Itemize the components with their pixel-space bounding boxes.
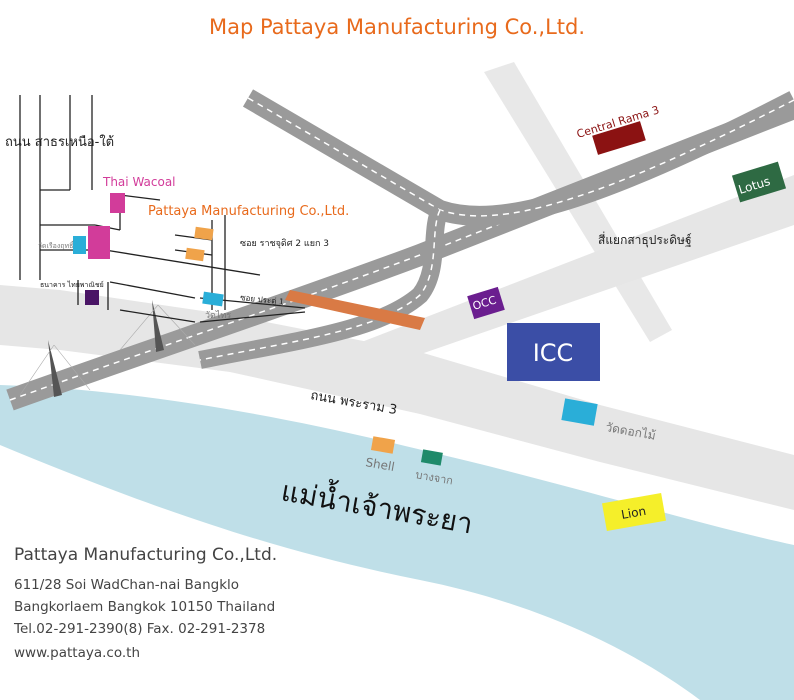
- icc-marker: [507, 323, 600, 381]
- bridge-pylon-right: [152, 300, 164, 352]
- address-website: www.pattaya.co.th: [14, 645, 141, 661]
- address-phone: Tel.02-291-2390(8) Fax. 02-291-2378: [14, 621, 266, 637]
- central-marker: [592, 121, 646, 155]
- lotus-marker: [731, 161, 787, 203]
- north-road-label: ถนน สาธรเหนือ-ใต้: [5, 134, 114, 150]
- company-map-label: Pattaya Manufacturing Co.,Ltd.: [148, 204, 349, 219]
- orange-road-marker: [285, 290, 425, 330]
- company-marker-2: [185, 247, 205, 262]
- river: [0, 385, 794, 700]
- shell-marker: [370, 436, 396, 454]
- company-marker-1: [194, 226, 214, 241]
- shell-label: Shell: [364, 455, 395, 474]
- wat-dok-mai-marker: [561, 398, 598, 426]
- rama3-road-upper: [315, 175, 794, 382]
- wat-sai-label: วัดไทร: [205, 310, 231, 321]
- address-line1: 611/28 Soi WadChan-nai Bangklo: [14, 577, 240, 593]
- wat-ruenrot-label: วัดเรืองฤทธิ์: [38, 240, 75, 250]
- occ-marker: [467, 286, 505, 320]
- wat-sai-marker: [202, 291, 224, 307]
- icc-label: ICC: [533, 339, 574, 367]
- thai-wacoal-marker: [110, 193, 125, 213]
- bank-label: ธนาคาร ไทยพาณิชย์: [40, 280, 104, 289]
- page-title: Map Pattaya Manufacturing Co.,Ltd.: [208, 15, 586, 39]
- lion-marker: [602, 493, 666, 531]
- thai-wacoal-label: Thai Wacoal: [102, 175, 176, 189]
- bridge-cables: [19, 304, 196, 396]
- bridge-pylon-left: [48, 340, 62, 397]
- thai-wacoal-block: [88, 226, 110, 259]
- address-line2: Bangkorlaem Bangkok 10150 Thailand: [14, 599, 276, 615]
- address-company: Pattaya Manufacturing Co.,Ltd.: [14, 545, 278, 565]
- lion-label: Lion: [620, 504, 647, 522]
- wat-ruenrot-marker: [73, 236, 86, 254]
- junction-label: สี่แยกสาธุประดิษฐ์: [598, 231, 692, 248]
- bank-marker: [85, 290, 99, 305]
- soi-ratchadet-label: ซอย ราชจุดิศ 2 แยก 3: [240, 238, 329, 249]
- bangchak-label: บางจาก: [414, 468, 453, 487]
- bangchak-marker: [420, 449, 443, 466]
